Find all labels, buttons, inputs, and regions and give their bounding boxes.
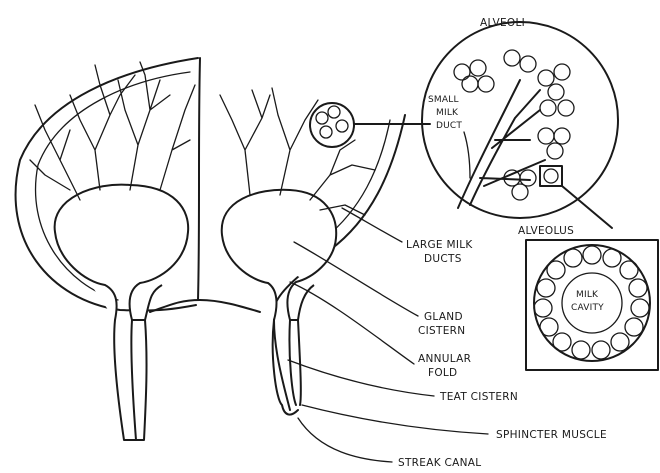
- leader-annular-fold: [290, 282, 414, 364]
- label-small-milk-duct-1: SMALL: [428, 95, 459, 105]
- label-streak-canal: STREAK CANAL: [398, 457, 481, 469]
- alveolus-8: [554, 64, 570, 80]
- left-duct-tree: [30, 62, 195, 200]
- alveolus-17: [512, 184, 528, 200]
- label-alveoli: ALVEOLI: [480, 17, 525, 29]
- right-quarter: [220, 88, 430, 415]
- alveolus-9: [548, 84, 564, 100]
- secretory-cell: [583, 246, 601, 264]
- secretory-cell: [534, 299, 552, 317]
- label-milk-cavity-2: CAVITY: [571, 303, 604, 313]
- label-sphincter-muscle: SPHINCTER MUSCLE: [496, 429, 607, 441]
- alveolus-12: [538, 128, 554, 144]
- source-lobule-3: [336, 120, 348, 132]
- source-lobule-4: [320, 126, 332, 138]
- alveolus-11: [558, 100, 574, 116]
- secretory-cell: [625, 318, 643, 336]
- label-small-milk-duct-2: MILK: [436, 108, 459, 118]
- secretory-cell: [611, 333, 629, 351]
- label-teat-cistern: TEAT CISTERN: [439, 391, 518, 403]
- alveolus-13: [554, 128, 570, 144]
- alveolus-7: [538, 70, 554, 86]
- label-alveolus: ALVEOLUS: [518, 225, 574, 237]
- leader-sphincter-muscle: [302, 405, 488, 434]
- secretory-cell: [572, 341, 590, 359]
- label-large-milk-ducts-1: LARGE MILK: [406, 239, 473, 251]
- source-lobule-1: [316, 112, 328, 124]
- secretory-cell: [592, 341, 610, 359]
- secretory-cell: [629, 279, 647, 297]
- alveolus-14: [547, 143, 563, 159]
- label-gland-cistern-1: GLAND: [424, 311, 463, 323]
- secretory-cell: [537, 279, 555, 297]
- label-large-milk-ducts-2: DUCTS: [424, 253, 462, 265]
- label-milk-cavity-1: MILK: [576, 290, 599, 300]
- left-quarter: [16, 58, 198, 440]
- leader-small-milk-duct: [464, 132, 470, 178]
- secretory-cell: [564, 249, 582, 267]
- left-teat: [114, 320, 146, 440]
- left-gland-cistern: [55, 185, 189, 320]
- highlighted-alveolus: [544, 169, 558, 183]
- alveolus-3: [462, 76, 478, 92]
- label-annular-fold-1: ANNULAR: [418, 353, 471, 365]
- leader-gland-cistern: [294, 242, 418, 316]
- median-septum: [198, 58, 200, 300]
- secretory-cell: [631, 299, 649, 317]
- right-gland-cistern: [222, 190, 336, 320]
- secretory-cell: [553, 333, 571, 351]
- leader-streak-canal: [298, 418, 392, 462]
- alveolus-15: [504, 170, 520, 186]
- small-milk-duct-branches: [458, 80, 545, 208]
- secretory-cell: [547, 261, 565, 279]
- alveolus-10: [540, 100, 556, 116]
- secretory-cell: [540, 318, 558, 336]
- leader-large-milk-ducts: [342, 208, 402, 242]
- alveolus-5: [504, 50, 520, 66]
- alveolus-16: [520, 170, 536, 186]
- alveoli-zoom-circle: [422, 22, 618, 218]
- leader-lines: [288, 132, 488, 462]
- alveolus-1: [454, 64, 470, 80]
- source-lobule-2: [328, 106, 340, 118]
- alveolus-6: [520, 56, 536, 72]
- alveolus-2: [470, 60, 486, 76]
- label-gland-cistern-2: CISTERN: [418, 325, 465, 337]
- leader-teat-cistern: [288, 360, 434, 396]
- secretory-cell: [620, 261, 638, 279]
- secretory-cell: [603, 249, 621, 267]
- label-small-milk-duct-3: DUCT: [436, 121, 462, 131]
- label-annular-fold-2: FOLD: [428, 367, 457, 379]
- alveolus-4: [478, 76, 494, 92]
